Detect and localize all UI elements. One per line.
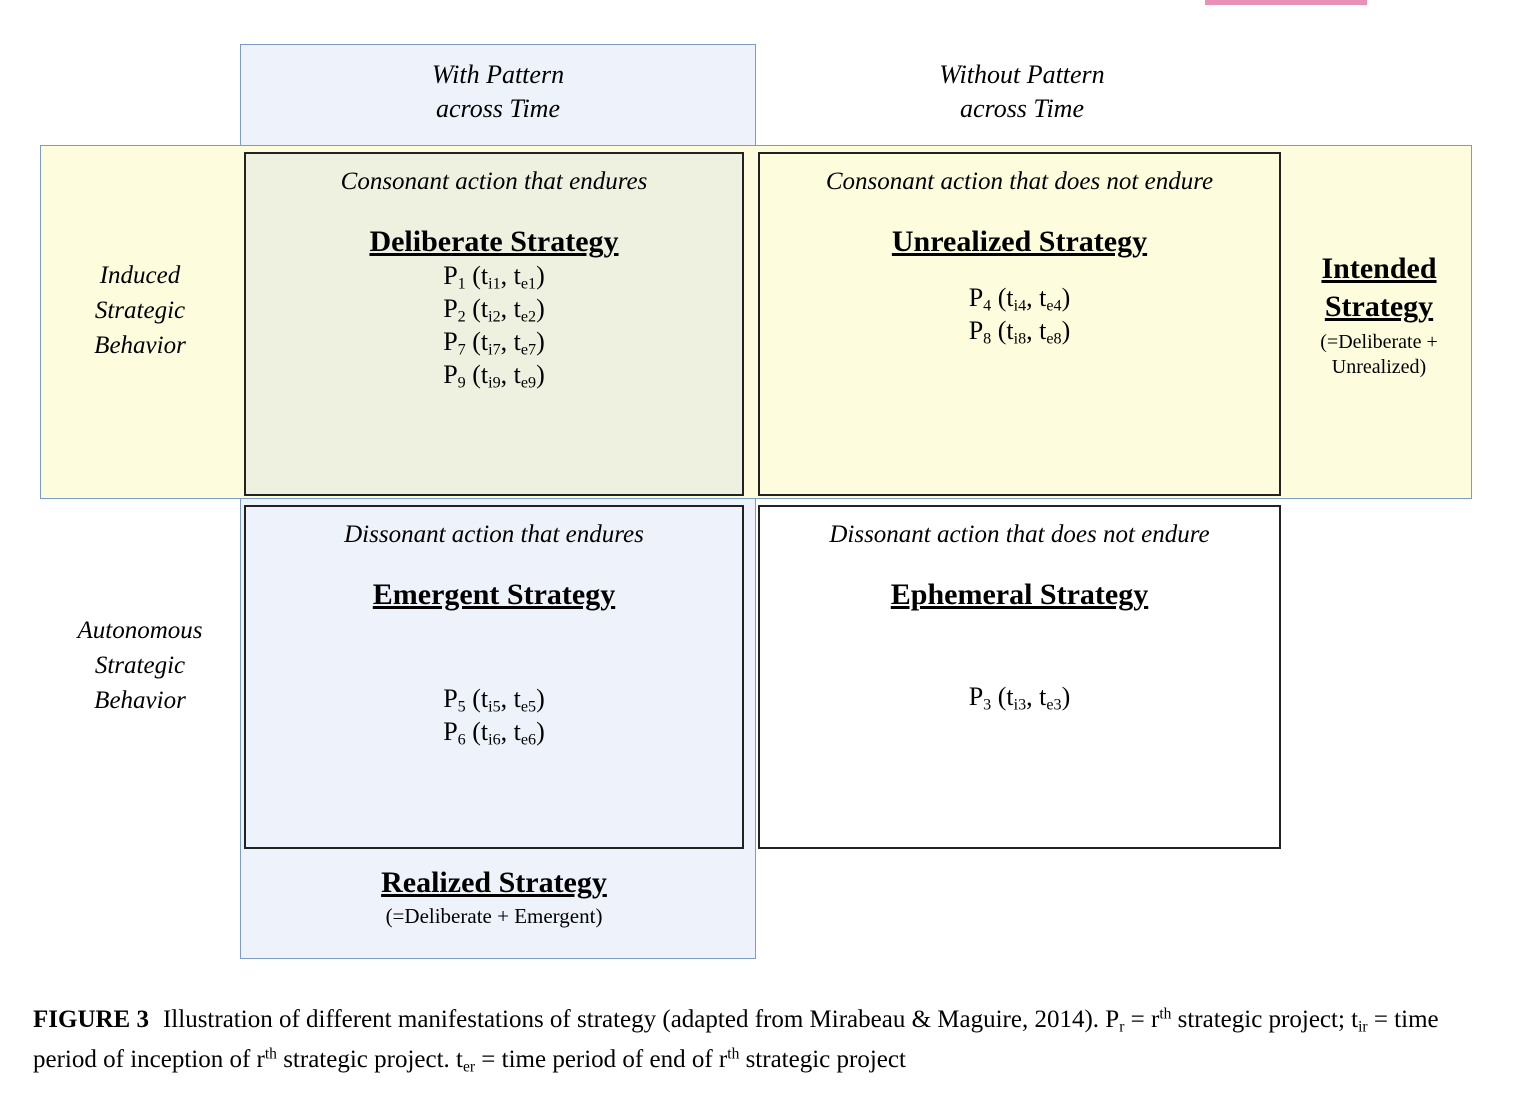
quadrant-ephemeral-strategy: Dissonant action that does not endure Ep… <box>758 505 1281 849</box>
summary-intended-title-line1: Intended <box>1321 252 1437 285</box>
figure-label: FIGURE 3 <box>33 1006 149 1033</box>
summary-realized-title: Realized Strategy <box>381 866 607 899</box>
cell-title-deliberate: Deliberate Strategy <box>369 225 619 258</box>
project-entry: P2 (ti2, te2) <box>443 294 545 326</box>
quadrant-deliberate-strategy: Consonant action that endures Deliberate… <box>244 152 744 496</box>
project-entry: P1 (ti1, te1) <box>443 261 545 293</box>
summary-intended-title-line2: Strategy <box>1324 290 1434 323</box>
project-entry: P5 (ti5, te5) <box>443 684 545 716</box>
cell-caption-ephemeral: Dissonant action that does not endure <box>829 521 1210 548</box>
project-list-unrealized: P4 (ti4, te4)P8 (ti8, te8) <box>760 281 1279 347</box>
pink-highlight-bar <box>1205 0 1367 5</box>
cell-caption-emergent: Dissonant action that endures <box>344 521 644 548</box>
project-entry: P6 (ti6, te6) <box>443 717 545 749</box>
figure-caption-text: Illustration of different manifestations… <box>33 1005 1439 1076</box>
summary-intended-strategy: Intended Strategy (=Deliberate +Unrealiz… <box>1288 250 1470 380</box>
cell-caption-deliberate: Consonant action that endures <box>340 168 648 195</box>
project-list-ephemeral: P3 (ti3, te3) <box>760 680 1279 713</box>
cell-title-ephemeral: Ephemeral Strategy <box>890 578 1149 611</box>
summary-realized-strategy: Realized Strategy (=Deliberate + Emergen… <box>244 865 744 929</box>
project-entry: P3 (ti3, te3) <box>968 682 1071 714</box>
cell-title-emergent: Emergent Strategy <box>372 578 616 611</box>
quadrant-emergent-strategy: Dissonant action that endures Emergent S… <box>244 505 744 849</box>
quadrant-unrealized-strategy: Consonant action that does not endure Un… <box>758 152 1281 496</box>
cell-caption-unrealized: Consonant action that does not endure <box>825 168 1214 195</box>
cell-title-unrealized: Unrealized Strategy <box>891 225 1148 258</box>
project-list-emergent: P5 (ti5, te5)P6 (ti6, te6) <box>246 682 742 748</box>
project-list-deliberate: P1 (ti1, te1)P2 (ti2, te2)P7 (ti7, te7)P… <box>246 259 742 391</box>
project-entry: P8 (ti8, te8) <box>968 316 1071 348</box>
project-entry: P4 (ti4, te4) <box>968 283 1071 315</box>
project-entry: P7 (ti7, te7) <box>443 327 545 359</box>
project-entry: P9 (ti9, te9) <box>443 360 545 392</box>
summary-realized-subtitle: (=Deliberate + Emergent) <box>385 904 603 928</box>
summary-intended-subtitle: (=Deliberate +Unrealized) <box>1320 331 1438 378</box>
